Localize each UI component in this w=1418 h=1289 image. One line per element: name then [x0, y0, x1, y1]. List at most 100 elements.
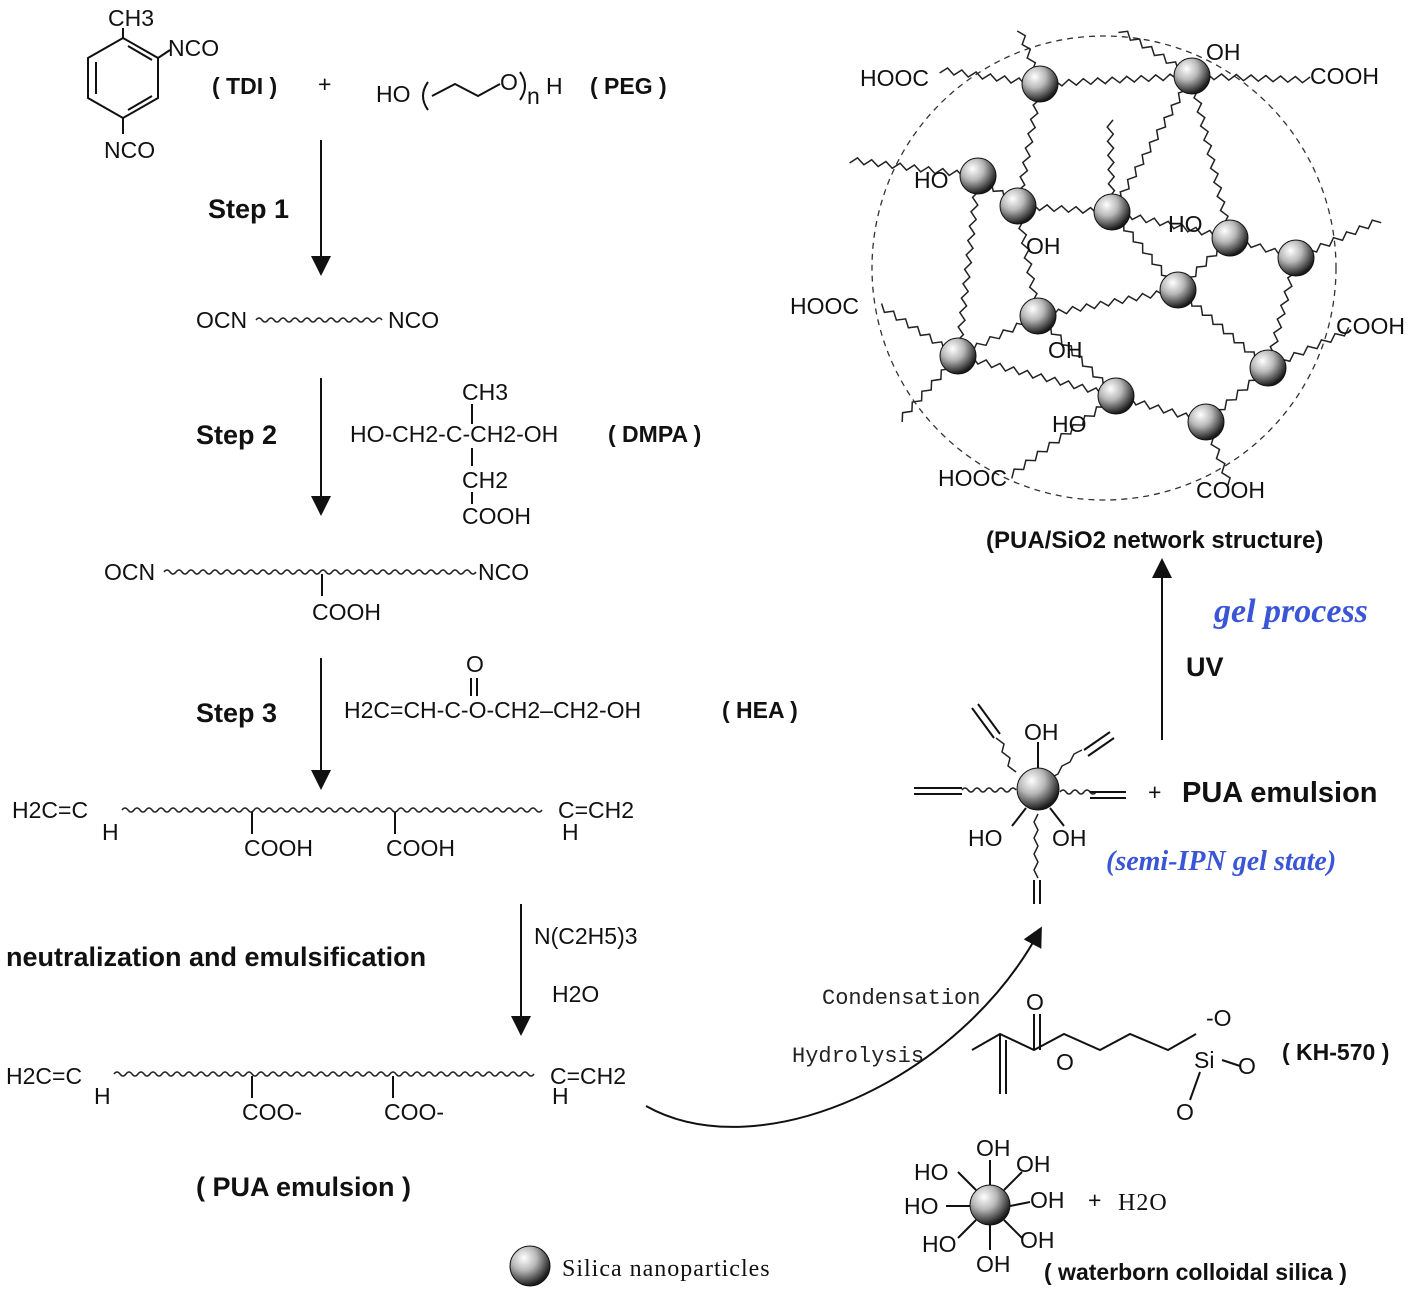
- network-chain-link: [954, 175, 981, 357]
- plus-sign: +: [318, 71, 331, 97]
- modified-particle-icon: [1016, 767, 1060, 811]
- step2-label: Step 2: [196, 420, 277, 450]
- condensation-label: Condensation: [822, 986, 980, 1011]
- product4-coo-2: COO-: [384, 1099, 444, 1125]
- product3-left-h: H: [102, 819, 119, 845]
- product4-coo-1: COO-: [242, 1099, 302, 1125]
- product2-cooh: COOH: [312, 599, 381, 625]
- product2-nco: NCO: [478, 559, 529, 585]
- modified-oh-right: OH: [1052, 825, 1087, 851]
- dmpa-ch2: CH2: [462, 467, 508, 493]
- kh570-label: ( KH-570 ): [1282, 1039, 1389, 1065]
- modified-plus: +: [1148, 779, 1161, 805]
- silica-oh-4: OH: [1030, 1187, 1065, 1213]
- network-ho-2: HO: [1168, 211, 1203, 237]
- network-oh-3: OH: [1048, 337, 1083, 363]
- network-end-4: COOH: [1336, 313, 1405, 339]
- product4-right-h: H: [552, 1083, 569, 1109]
- peg-n: n: [527, 83, 540, 109]
- product3-left: H2C=C: [12, 797, 88, 823]
- silica-particle-icon: [969, 1184, 1011, 1226]
- hea-label: ( HEA ): [722, 697, 798, 723]
- kh570-o-top: O: [1026, 989, 1044, 1015]
- network-silica-particle: [1159, 271, 1197, 309]
- hea-structure: O H2C=CH-C-O-CH2–CH2-OH: [344, 651, 641, 723]
- silica-oh-5: HO: [904, 1193, 939, 1219]
- silica-oh-8: OH: [976, 1251, 1011, 1277]
- tdi-nco-top: NCO: [168, 35, 219, 61]
- reagent-triethylamine: N(C2H5)3: [534, 923, 638, 949]
- silica-oh-7: HO: [922, 1231, 957, 1257]
- product4-left-h: H: [94, 1083, 111, 1109]
- peg-label: ( PEG ): [590, 73, 667, 99]
- step3-label: Step 3: [196, 698, 277, 728]
- dmpa-label: ( DMPA ): [608, 421, 701, 447]
- network-chain-link: [957, 355, 1116, 400]
- network-silica-particle: [1173, 57, 1211, 95]
- network-silica-particle: [939, 337, 977, 375]
- network-chain-end: [849, 156, 979, 179]
- network-chain-link: [1039, 72, 1193, 88]
- hea-chain: H2C=CH-C-O-CH2–CH2-OH: [344, 697, 641, 723]
- network-end-3: HOOC: [790, 293, 859, 319]
- peg-o: O: [500, 69, 518, 95]
- network-chain-link: [1112, 75, 1193, 214]
- network-label: (PUA/SiO2 network structure): [986, 527, 1323, 554]
- network-chain-link: [1015, 205, 1041, 317]
- network-silica-particle: [959, 157, 997, 195]
- network-chain-link: [1037, 287, 1179, 320]
- prepolymer-chain: [255, 317, 383, 323]
- network-chain-end: [1011, 395, 1117, 479]
- network-chain-link: [1189, 75, 1233, 240]
- peg-structure: HO O n H: [376, 69, 563, 111]
- uv-label: UV: [1186, 652, 1224, 682]
- network-silica-particle: [1249, 349, 1287, 387]
- pua-emulsion-label: ( PUA emulsion ): [196, 1172, 411, 1202]
- dmpa-ch3: CH3: [462, 379, 508, 405]
- peg-h: H: [546, 73, 563, 99]
- kh570-o-minus: -O: [1206, 1005, 1232, 1031]
- tdi-ch3: CH3: [108, 5, 154, 31]
- hydrolysis-label: Hydrolysis: [792, 1044, 924, 1069]
- product4-right: C=CH2: [550, 1063, 626, 1089]
- modified-ho-left: HO: [968, 825, 1003, 851]
- network-silica-particle: [1021, 65, 1059, 103]
- prepolymer-ocn: OCN: [196, 307, 247, 333]
- step1-label: Step 1: [208, 194, 289, 224]
- network-end-6: COOH: [1196, 477, 1265, 503]
- neutralization-label: neutralization and emulsification: [6, 942, 426, 972]
- network-silica-particle: [1097, 377, 1135, 415]
- dmpa-structure: CH3 HO-CH2-C-CH2-OH CH2 COOH: [350, 379, 558, 529]
- tdi-structure: CH3 NCO NCO: [87, 5, 219, 163]
- network-end-1: HOOC: [860, 65, 929, 91]
- silica-oh-1: OH: [976, 1135, 1011, 1161]
- network-oh-2: OH: [1026, 233, 1061, 259]
- product4-chain: [113, 1071, 535, 1077]
- silica-oh-3: HO: [914, 1159, 949, 1185]
- network-chain-link: [1111, 211, 1230, 242]
- dmpa-chain: HO-CH2-C-CH2-OH: [350, 421, 558, 447]
- product3-chain: [121, 807, 543, 813]
- network-silica-particle: [999, 187, 1037, 225]
- kh570-o-ester: O: [1056, 1049, 1074, 1075]
- silica-legend-icon: [509, 1245, 551, 1287]
- peg-ho: HO: [376, 81, 411, 107]
- pua-emulsion-right: PUA emulsion: [1182, 777, 1378, 809]
- semi-ipn-label: (semi-IPN gel state): [1106, 846, 1336, 877]
- kh570-o-right: O: [1238, 1053, 1256, 1079]
- network-boundary: [871, 35, 1337, 501]
- modified-oh-top: OH: [1024, 719, 1059, 745]
- colloidal-silica-label: ( waterborn colloidal silica ): [1044, 1259, 1347, 1285]
- network-ho-3: HO: [1052, 411, 1087, 437]
- kh570-o-bottom: O: [1176, 1099, 1194, 1125]
- network-end-2: COOH: [1310, 63, 1379, 89]
- modified-silica-particle: OH HO OH: [914, 703, 1126, 904]
- tdi-nco-bottom: NCO: [104, 137, 155, 163]
- silica-oh-6: OH: [1020, 1227, 1055, 1253]
- product2-ocn: OCN: [104, 559, 155, 585]
- network-end-5: HOOC: [938, 465, 1007, 491]
- reagent-water: H2O: [552, 981, 599, 1007]
- silica-oh-2: OH: [1016, 1151, 1051, 1177]
- kh570-si: Si: [1194, 1047, 1214, 1073]
